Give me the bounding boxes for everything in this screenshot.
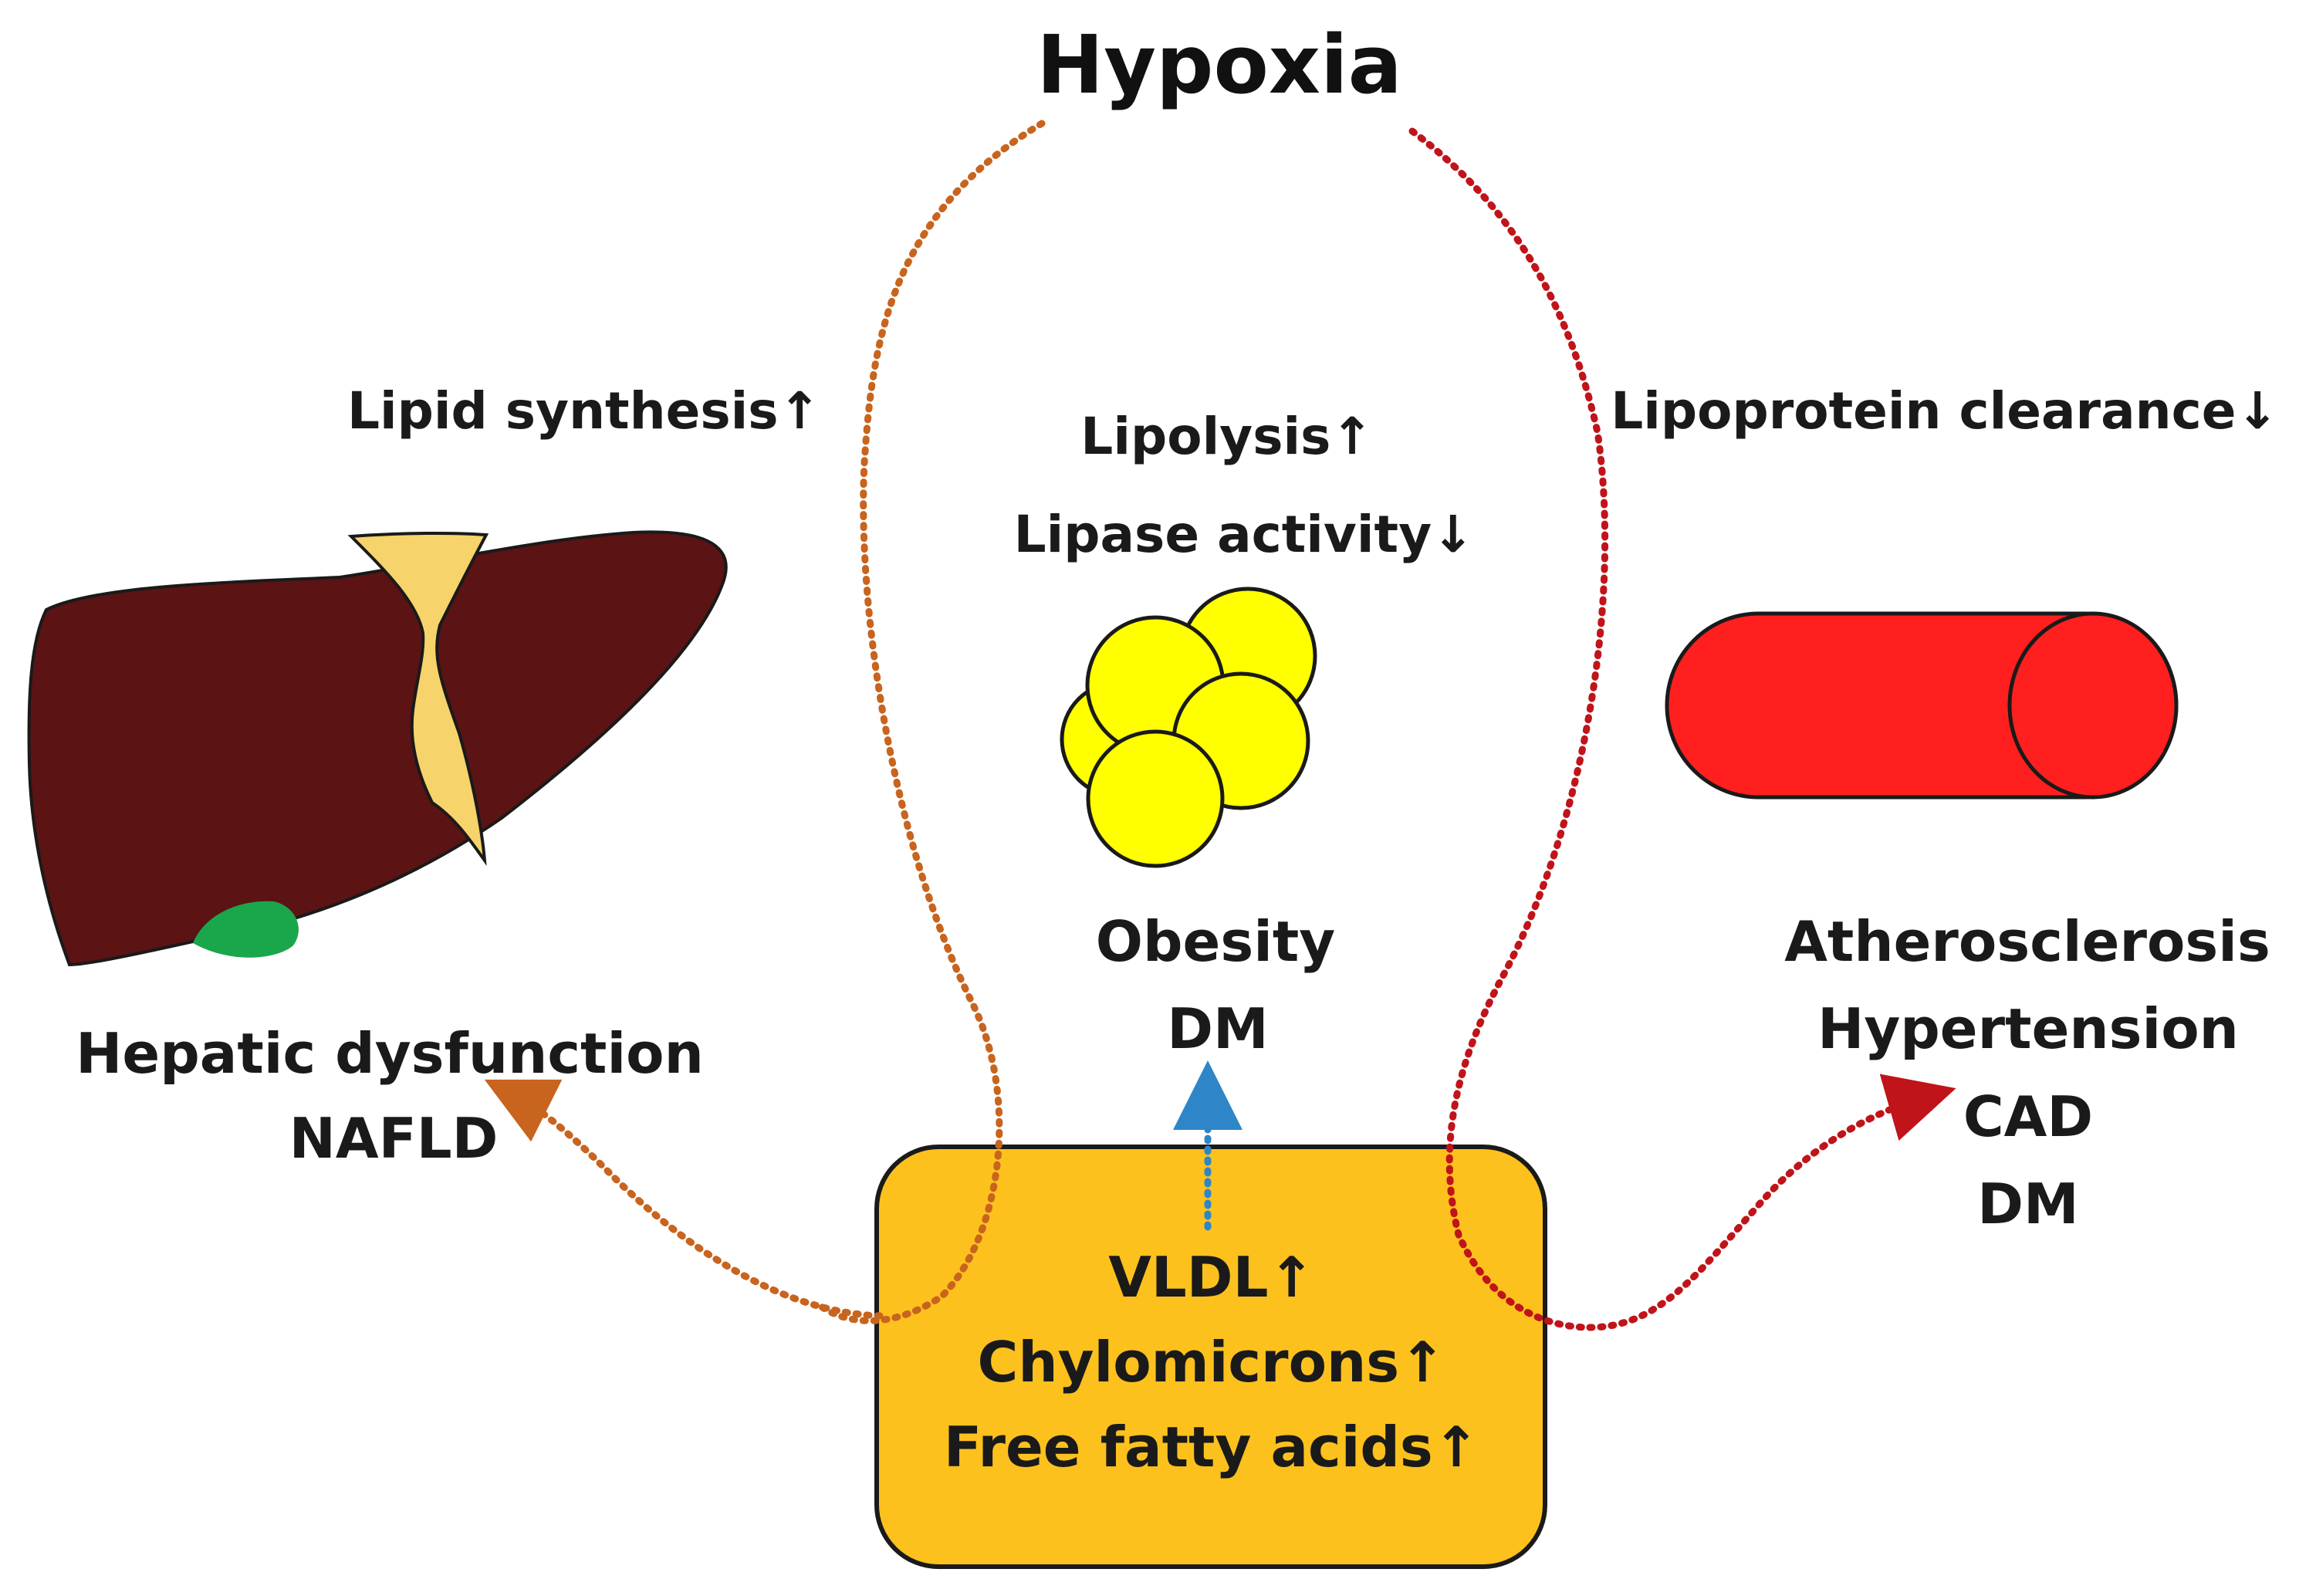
- adipose-outcome-obesity: Obesity: [1096, 909, 1335, 974]
- lipid-box-item-vldl: VLDL↑: [1108, 1245, 1315, 1310]
- vessel-outcome-dm: DM: [1977, 1172, 2078, 1236]
- box-to-vessel-arrow: [1586, 1074, 1956, 1331]
- lipid-box-item-chylomicrons: Chylomicrons↑: [978, 1330, 1446, 1395]
- adipose-outcome-dm: DM: [1167, 996, 1268, 1061]
- adipose-process-lipase-activity: Lipase activity↓: [1014, 505, 1475, 564]
- fat-cell: [1086, 729, 1225, 868]
- liver-process-label: Lipid synthesis↑: [347, 381, 821, 441]
- diagram-title: Hypoxia: [1036, 18, 1402, 112]
- liver-outcome-nafld: NAFLD: [289, 1106, 499, 1171]
- vessel-outcome-hypertension: Hypertension: [1817, 996, 2239, 1061]
- lipid-box-item-free-fatty-acids: Free fatty acids↑: [944, 1415, 1479, 1479]
- vessel-process-label: Lipoprotein clearance↓: [1611, 381, 2279, 441]
- box-to-liver-arrow: [484, 1079, 884, 1320]
- liver-outcome-hepatic-dysfunction: Hepatic dysfunction: [76, 1021, 704, 1086]
- fat-cell-cluster-icon: [1060, 587, 1317, 868]
- liver-icon: [27, 530, 728, 967]
- hypoxia-liver-path: [814, 120, 1046, 1324]
- blood-vessel-icon: [1665, 611, 2179, 800]
- lipid-box: [874, 1145, 1547, 1569]
- hypoxia-vessel-path: [1408, 127, 1609, 1331]
- vessel-outcome-cad: CAD: [1963, 1084, 2093, 1149]
- adipose-process-lipolysis: Lipolysis↑: [1080, 407, 1373, 466]
- vessel-outcome-atherosclerosis: Atherosclerosis: [1784, 909, 2270, 974]
